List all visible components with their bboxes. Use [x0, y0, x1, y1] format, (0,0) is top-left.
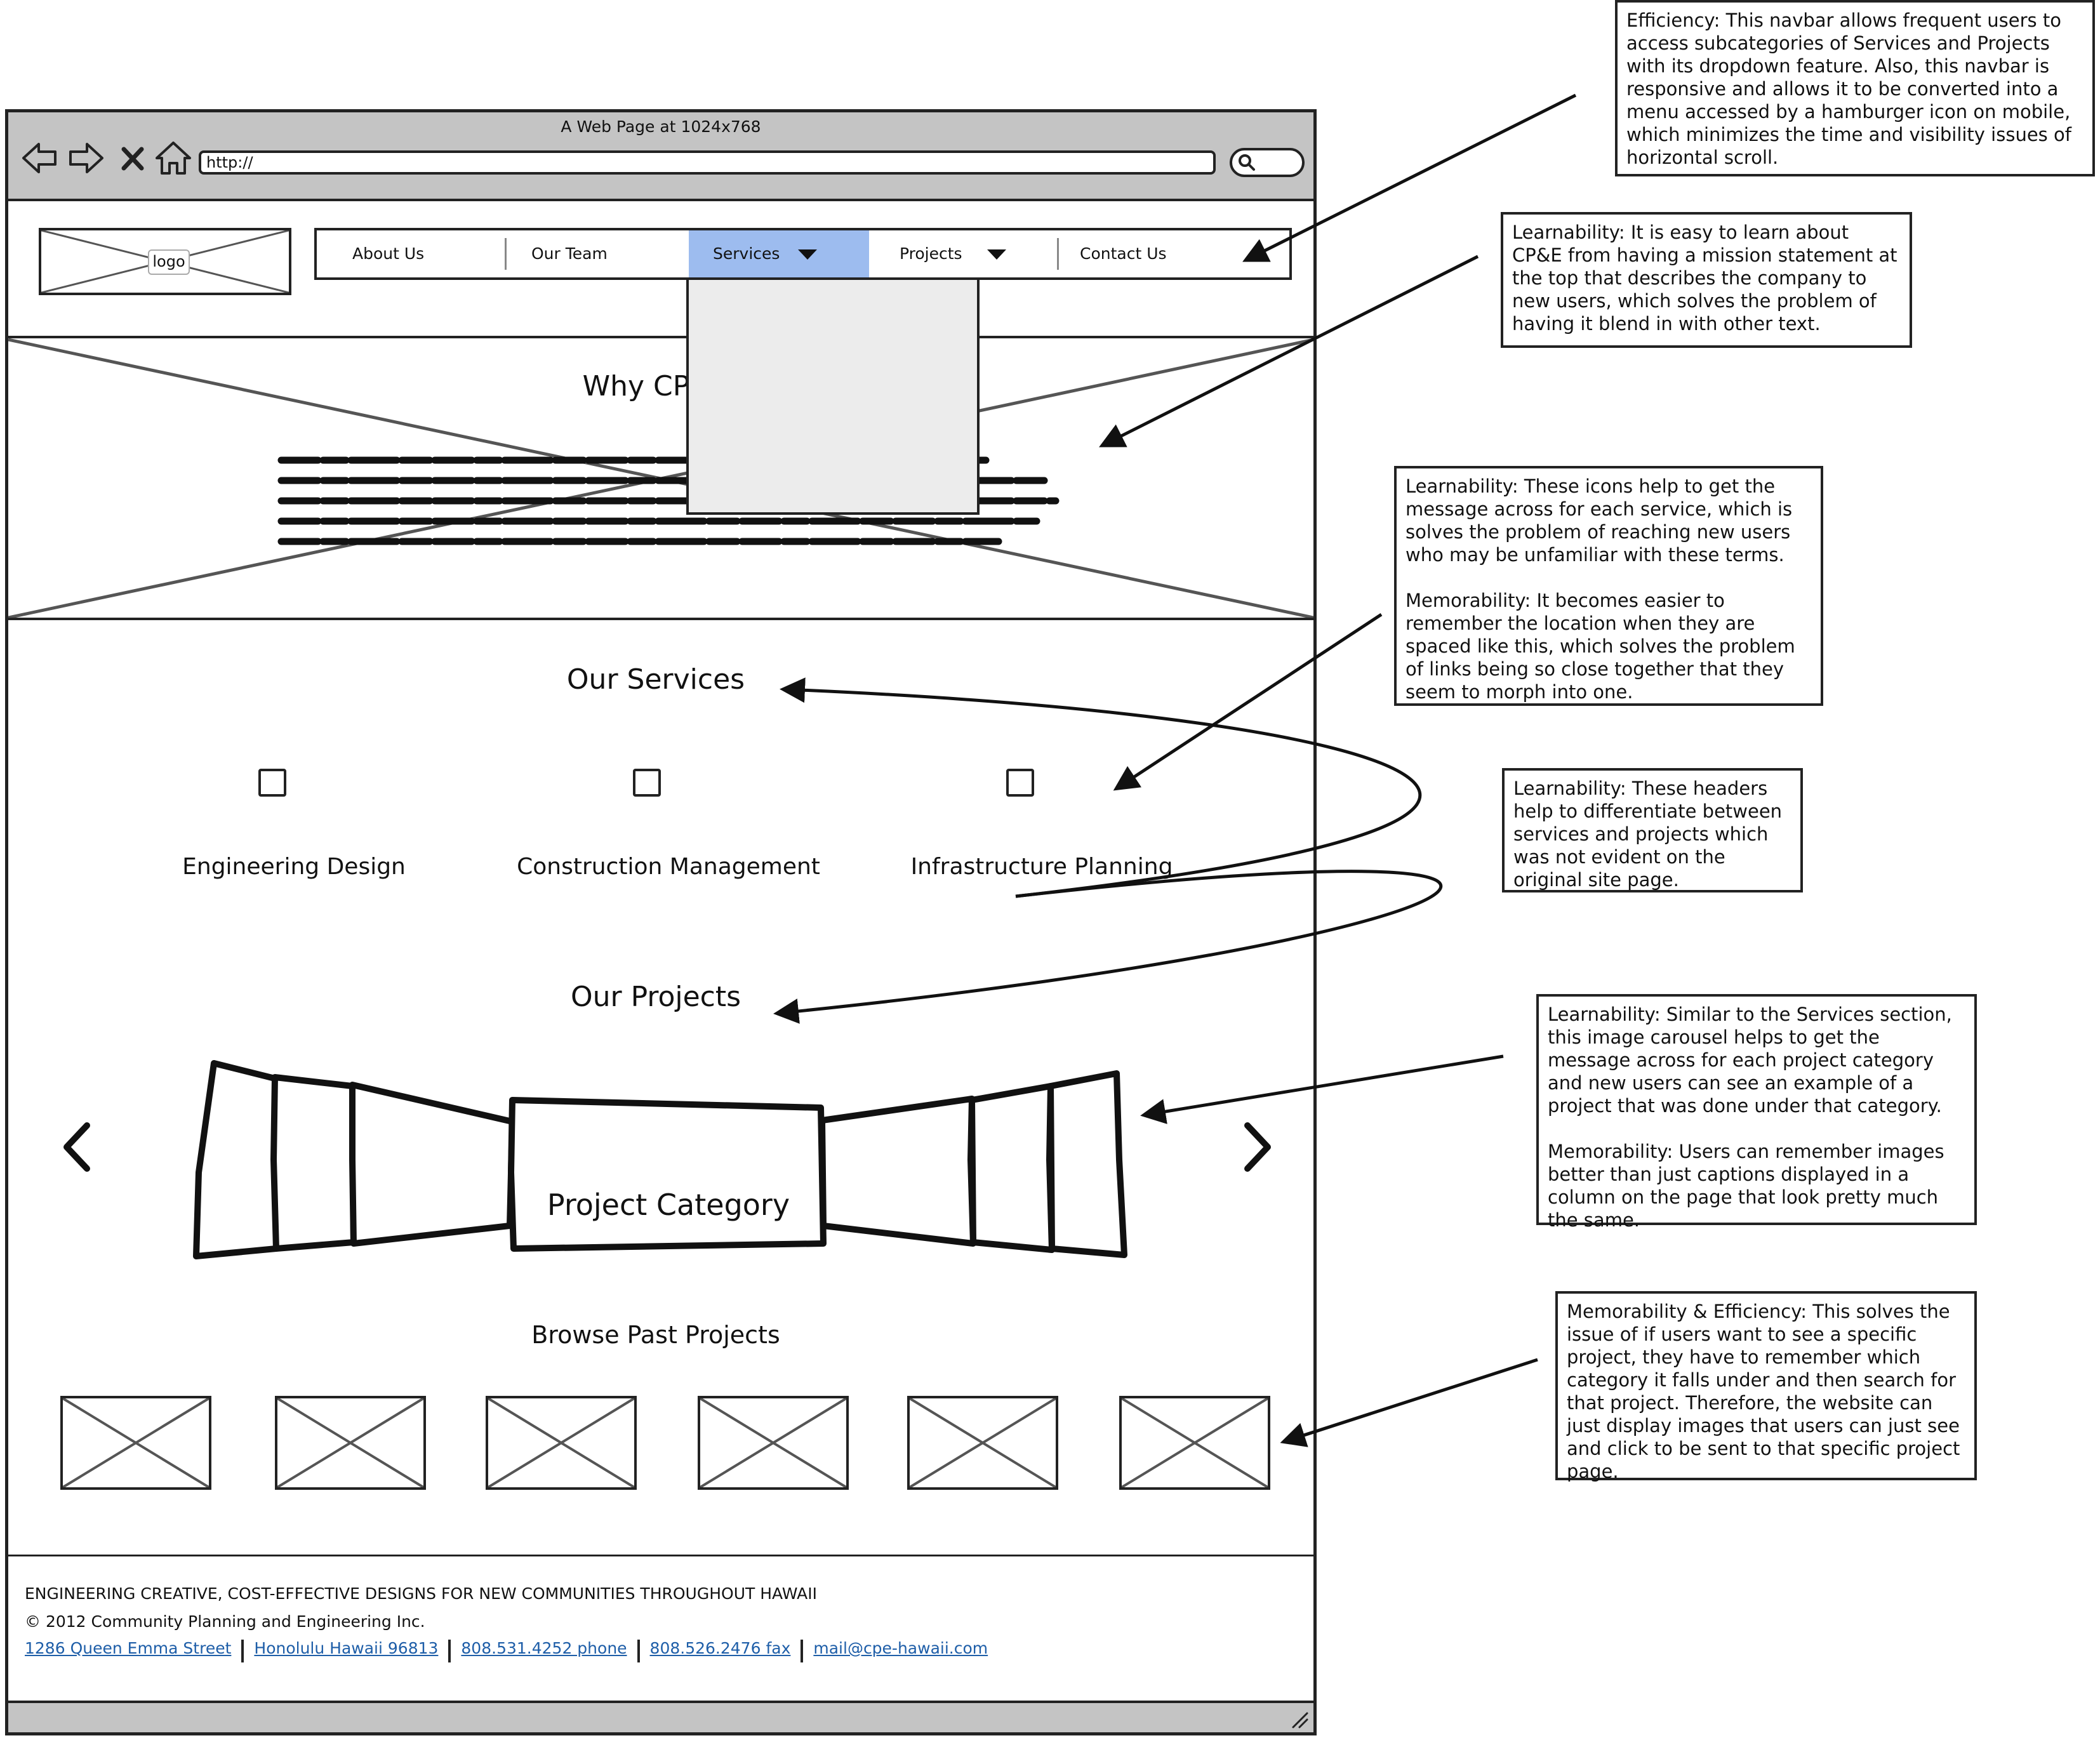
- infrastructure-planning-icon[interactable]: [1006, 769, 1034, 797]
- image-placeholder-icon: [910, 1398, 1056, 1487]
- footer-divider: [241, 1639, 244, 1662]
- service-engineering-design[interactable]: Engineering Design: [182, 854, 406, 880]
- footer-address-link[interactable]: 1286 Queen Emma Street: [25, 1639, 232, 1657]
- window-title: A Web Page at 1024x768: [561, 117, 761, 136]
- home-icon[interactable]: [153, 138, 194, 178]
- nav-item-projects[interactable]: Projects: [900, 230, 1052, 277]
- annotation-carousel: Learnability: Similar to the Services se…: [1536, 994, 1977, 1231]
- forward-icon[interactable]: [65, 138, 106, 178]
- footer-divider: [801, 1639, 804, 1662]
- project-thumbnail[interactable]: [275, 1396, 426, 1490]
- resize-grip-icon[interactable]: [1291, 1711, 1310, 1730]
- search-icon: [1239, 154, 1255, 171]
- nav-item-label: About Us: [352, 244, 425, 263]
- chevron-left-icon[interactable]: [59, 1120, 95, 1174]
- arrow-thumbnails: [1280, 1358, 1538, 1447]
- browser-chrome: A Web Page at 1024x768 http://: [8, 112, 1313, 201]
- caret-down-icon: [987, 249, 1006, 260]
- browser-search-field[interactable]: [1230, 148, 1305, 177]
- footer-city-link[interactable]: Honolulu Hawaii 96813: [254, 1639, 439, 1657]
- logo-placeholder[interactable]: logo: [39, 228, 291, 295]
- annotation-headers-learnability: Learnability: These headers help to diff…: [1502, 768, 1803, 892]
- image-placeholder-icon: [277, 1398, 423, 1487]
- browser-window: A Web Page at 1024x768 http:// logo: [5, 109, 1317, 1735]
- nav-item-our-team[interactable]: Our Team: [531, 230, 658, 277]
- browse-heading: Browse Past Projects: [531, 1321, 780, 1349]
- nav-item-label: Projects: [900, 244, 962, 263]
- annotation-service-icons: Learnability: These icons help to get th…: [1394, 466, 1823, 706]
- stop-icon[interactable]: [120, 138, 145, 178]
- annotation-navbar-efficiency: Efficiency: This navbar allows frequent …: [1615, 0, 2095, 176]
- services-heading: Our Services: [566, 663, 745, 696]
- nav-divider: [505, 238, 507, 270]
- projects-heading: Our Projects: [570, 981, 741, 1013]
- annotation-browse-projects: Memorability & Efficiency: This solves t…: [1555, 1291, 1977, 1482]
- project-thumbnail[interactable]: [698, 1396, 849, 1490]
- carousel-caption: Project Category: [547, 1188, 790, 1222]
- back-icon[interactable]: [20, 138, 60, 178]
- engineering-design-icon[interactable]: [258, 769, 286, 797]
- logo-label: logo: [148, 249, 190, 275]
- service-infrastructure-planning[interactable]: Infrastructure Planning: [910, 854, 1173, 880]
- project-thumbnail[interactable]: [1119, 1396, 1270, 1490]
- caret-down-icon: [798, 249, 817, 260]
- main-navbar: About Us Our Team Services Projects Cont…: [314, 228, 1292, 280]
- project-carousel[interactable]: [186, 1058, 1151, 1268]
- nav-item-label: Contact Us: [1080, 244, 1167, 263]
- footer-phone-link[interactable]: 808.531.4252 phone: [461, 1639, 627, 1657]
- image-placeholder-icon: [1122, 1398, 1268, 1487]
- services-dropdown-menu[interactable]: [686, 280, 980, 515]
- page-footer: ENGINEERING CREATIVE, COST-EFFECTIVE DES…: [8, 1555, 1313, 1701]
- construction-management-icon[interactable]: [633, 769, 661, 797]
- project-thumbnail[interactable]: [907, 1396, 1058, 1490]
- image-placeholder-icon: [63, 1398, 209, 1487]
- annotation-mission-learnability: Learnability: It is easy to learn about …: [1501, 212, 1912, 348]
- image-placeholder-icon: [488, 1398, 634, 1487]
- footer-fax-link[interactable]: 808.526.2476 fax: [649, 1639, 791, 1657]
- footer-divider: [637, 1639, 640, 1662]
- nav-item-label: Services: [713, 244, 780, 263]
- url-bar[interactable]: http://: [199, 150, 1216, 175]
- project-thumbnail[interactable]: [60, 1396, 211, 1490]
- footer-copyright: © 2012 Community Planning and Engineerin…: [25, 1612, 425, 1631]
- hero-section: Why CP&E: [8, 336, 1313, 620]
- footer-divider: [448, 1639, 451, 1662]
- footer-links: 1286 Queen Emma Street Honolulu Hawaii 96…: [25, 1639, 988, 1662]
- nav-item-services[interactable]: Services: [689, 230, 869, 277]
- nav-item-about-us[interactable]: About Us: [352, 230, 479, 277]
- chevron-right-icon[interactable]: [1240, 1120, 1275, 1174]
- nav-item-label: Our Team: [531, 244, 608, 263]
- footer-email-link[interactable]: mail@cpe-hawaii.com: [813, 1639, 988, 1657]
- nav-item-contact-us[interactable]: Contact Us: [1080, 230, 1232, 277]
- project-thumbnail[interactable]: [486, 1396, 637, 1490]
- service-construction-management[interactable]: Construction Management: [517, 854, 820, 880]
- browser-status-bar: [8, 1701, 1313, 1732]
- footer-tagline: ENGINEERING CREATIVE, COST-EFFECTIVE DES…: [25, 1584, 817, 1603]
- nav-divider: [1057, 238, 1059, 270]
- image-placeholder-icon: [700, 1398, 846, 1487]
